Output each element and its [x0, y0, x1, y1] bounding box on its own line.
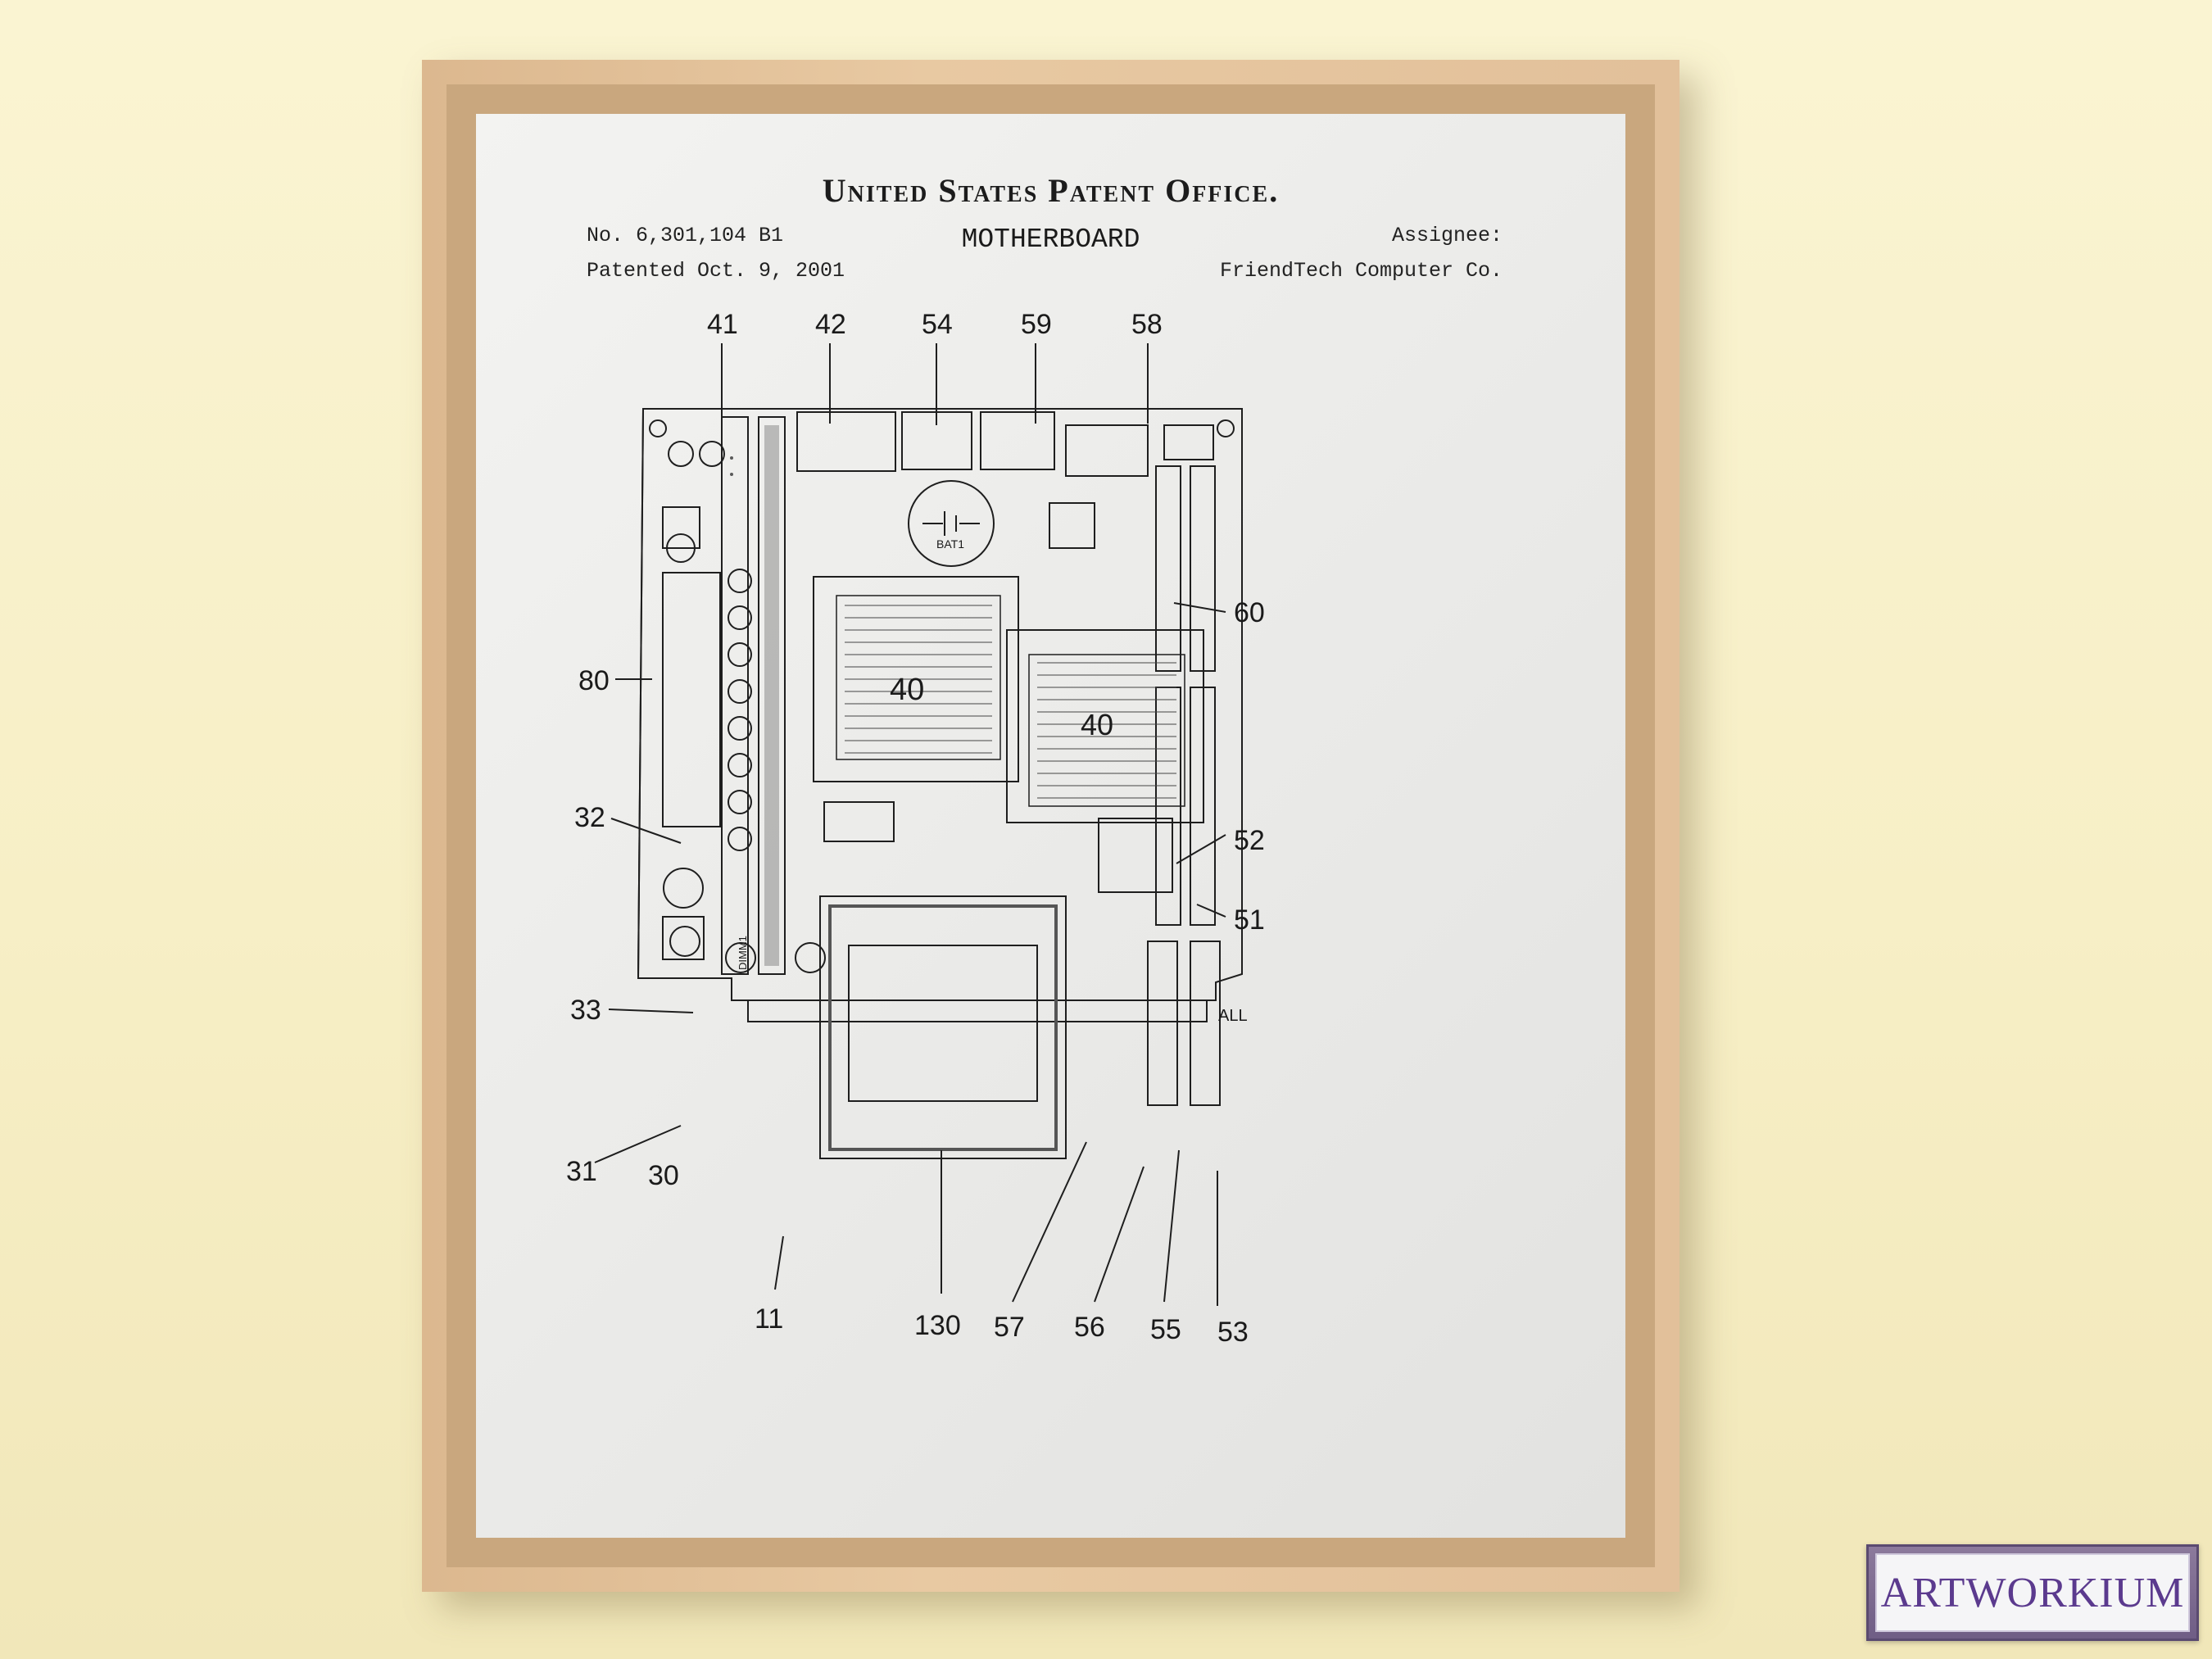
parallel-port [980, 411, 1055, 470]
mount-hole [1217, 419, 1235, 437]
leader-lines [594, 343, 1226, 1306]
motherboard-drawing: 40 40 BAT1 DIMM1 ALL [566, 309, 1265, 1348]
ref-11: 11 [755, 1303, 783, 1335]
corner-label: ALL [1218, 1007, 1248, 1025]
battery-label: BAT1 [936, 537, 964, 551]
ref-55: 55 [1150, 1314, 1181, 1345]
ref-42: 42 [815, 309, 846, 340]
power-connector [1163, 424, 1214, 460]
mount-hole [649, 419, 667, 437]
io-chip [1049, 502, 1095, 549]
capacitor-column [663, 441, 826, 973]
ref-130: 130 [914, 1310, 961, 1341]
ref-31: 31 [566, 1156, 597, 1187]
right-slot-6 [1190, 941, 1221, 1106]
ref-60: 60 [1234, 597, 1265, 628]
ref-58: 58 [1131, 309, 1163, 340]
frame-mat: United States Patent Office. No. 6,301,1… [446, 84, 1655, 1567]
patent-print: United States Patent Office. No. 6,301,1… [476, 114, 1625, 1538]
ref-57: 57 [994, 1312, 1025, 1343]
edge-connector [747, 999, 1208, 1022]
chip-a-outline [813, 576, 1019, 782]
chip-b-label: 40 [1081, 708, 1113, 741]
right-slot-5 [1147, 941, 1178, 1106]
ref-51: 51 [1234, 904, 1265, 936]
ref-32: 32 [574, 802, 605, 833]
dimm-label: DIMM1 [737, 936, 749, 970]
regulator-lower [662, 916, 705, 960]
ref-53: 53 [1217, 1317, 1249, 1348]
ref-52: 52 [1234, 825, 1265, 856]
dsub-port [1065, 424, 1149, 477]
chip-b-grid [1028, 654, 1185, 807]
right-slot-2 [1190, 465, 1216, 672]
ref-30: 30 [648, 1160, 679, 1191]
eprom-chip [823, 801, 895, 842]
socket-cavity [848, 945, 1038, 1102]
board-outline [637, 408, 1243, 1001]
ref-59: 59 [1021, 309, 1052, 340]
watermark-logo-text: ARTWORKIUM [1880, 1569, 2185, 1616]
right-slot-1 [1155, 465, 1181, 672]
dimm-slot-left [721, 416, 749, 975]
regulator [662, 506, 700, 549]
watermark-plate: ARTWORKIUM [1875, 1553, 2190, 1632]
processor-socket [819, 895, 1067, 1159]
ref-80: 80 [578, 665, 610, 696]
ref-33: 33 [570, 995, 601, 1026]
ref-41: 41 [707, 309, 738, 340]
artworkium-watermark: ARTWORKIUM [1866, 1544, 2199, 1641]
ref-56: 56 [1074, 1312, 1105, 1343]
chip-b-outline [1006, 629, 1204, 823]
battery [908, 480, 995, 567]
right-slot-4 [1190, 687, 1216, 926]
chip-a-label: 40 [890, 673, 924, 707]
left-connector [662, 572, 721, 827]
chip-a-grid [836, 595, 1001, 760]
picture-frame: United States Patent Office. No. 6,301,1… [422, 60, 1679, 1592]
reference-numerals: 41 42 54 59 58 60 52 51 80 32 33 31 30 1… [566, 309, 1265, 1348]
dimm-slot-right [758, 416, 786, 975]
serial-port [796, 411, 896, 472]
ref-54: 54 [922, 309, 953, 340]
controller-chip [1098, 818, 1173, 893]
